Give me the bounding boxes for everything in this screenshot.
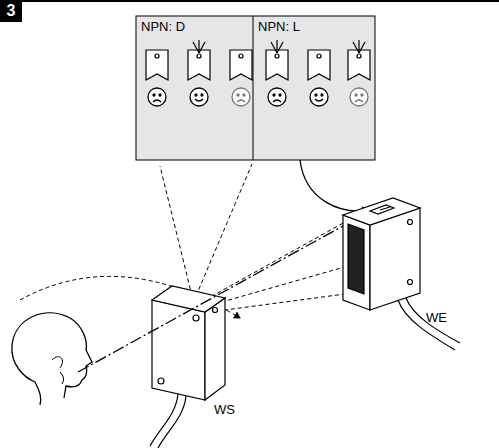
led-icons <box>146 50 370 80</box>
pointer-arrow <box>300 160 370 211</box>
panel-divider <box>253 16 254 160</box>
indicator-section: NPN: L <box>253 16 375 160</box>
we-sensor <box>343 198 460 350</box>
optical-axis <box>78 210 372 372</box>
part-name: WS <box>214 402 235 417</box>
section-heading: NPN: D <box>141 19 248 34</box>
ws-sensor <box>150 286 225 448</box>
led-rays <box>193 40 365 53</box>
figure-number-box <box>0 0 22 22</box>
section-heading: NPN: L <box>258 19 370 34</box>
top-rule <box>0 0 499 2</box>
hand-detail <box>52 357 64 384</box>
figure-number: 3 <box>0 1 22 21</box>
indicator-panel <box>136 16 375 160</box>
person-head <box>12 313 92 405</box>
detection-lines <box>20 164 362 318</box>
indicator-section: NPN: D <box>136 16 253 160</box>
part-name: WE <box>426 310 447 325</box>
smiley-faces <box>148 88 368 106</box>
